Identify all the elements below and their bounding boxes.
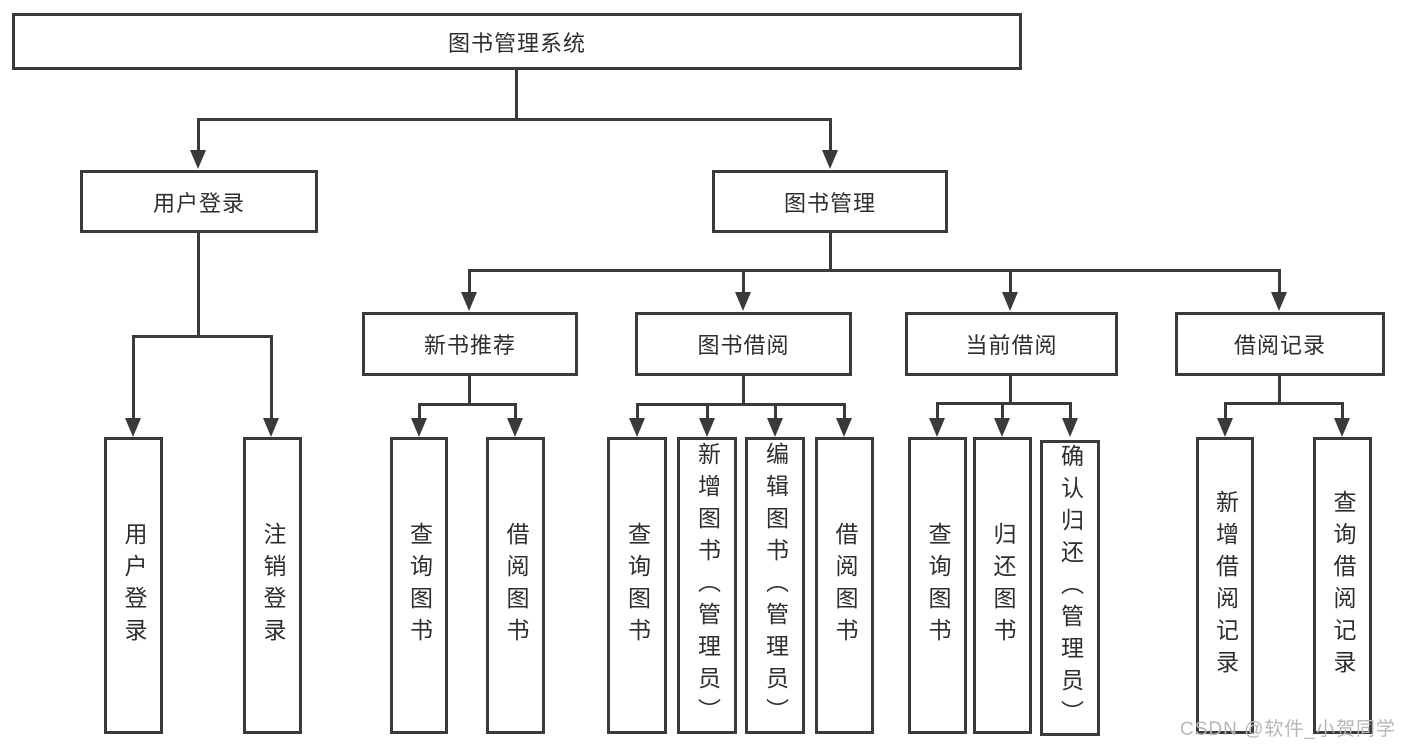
leaf-user-login: 用户登录 [104, 437, 163, 734]
node-root-label: 图书管理系统 [447, 30, 586, 56]
arrow-down-icon [461, 292, 477, 311]
leaf-query-books-3: 查询图书 [908, 437, 967, 734]
connector-stem-leaf [843, 405, 846, 421]
connector-stem-leaf [1224, 404, 1227, 421]
leaf-add-books-admin: 新增图书（管理员） [677, 437, 737, 734]
arrow-down-icon [1217, 418, 1233, 437]
arrow-down-icon [629, 418, 645, 437]
connector-stem-user-login [197, 120, 200, 152]
leaf-user-login-label: 用户登录 [121, 521, 147, 650]
leaf-query-books-label: 查询图书 [406, 521, 433, 650]
connector-root-trunk [515, 70, 518, 120]
leaf-add-books-admin-label: 新增图书（管理员） [694, 441, 721, 730]
connector-group-trunk [468, 376, 471, 405]
node-user-login-label: 用户登录 [152, 190, 245, 216]
arrow-down-icon [767, 418, 783, 437]
connector-group-branch [636, 403, 846, 406]
connector-group-trunk [742, 376, 745, 405]
arrow-down-icon [699, 418, 715, 437]
arrow-down-icon [507, 418, 523, 437]
node-book-borrowing: 图书借阅 [635, 312, 852, 376]
connector-stem-records [1278, 271, 1281, 294]
arrow-down-icon [1002, 292, 1018, 311]
connector-stem-leaf [1341, 404, 1344, 421]
leaf-query-borrow-record: 查询借阅记录 [1313, 437, 1372, 734]
watermark: CSDN @软件_小贺同学 [1180, 719, 1396, 740]
arrow-down-icon [190, 150, 206, 169]
connector-level3-branch [468, 269, 1281, 272]
arrow-down-icon [263, 418, 279, 437]
connector-user-login-branch [132, 335, 273, 338]
node-new-book-recommend: 新书推荐 [362, 312, 578, 376]
leaf-borrow-books-label: 借阅图书 [503, 521, 529, 650]
node-book-management-label: 图书管理 [783, 190, 876, 216]
arrow-down-icon [822, 150, 838, 169]
connector-stem-leaf [132, 337, 135, 419]
connector-group-trunk [1278, 376, 1281, 404]
leaf-query-books-label: 查询图书 [925, 521, 951, 650]
leaf-confirm-return-admin-label: 确认归还（管理员） [1057, 444, 1084, 732]
leaf-edit-books-admin-label: 编辑图书（管理员） [762, 441, 789, 730]
connector-stem-new-books [468, 271, 471, 294]
leaf-borrow-books-1: 借阅图书 [486, 437, 545, 734]
leaf-add-borrow-record: 新增借阅记录 [1196, 437, 1254, 734]
arrow-down-icon [994, 418, 1010, 437]
arrow-down-icon [125, 418, 141, 437]
connector-group-branch [418, 403, 517, 406]
node-root-system: 图书管理系统 [12, 13, 1022, 70]
arrow-down-icon [735, 292, 751, 311]
connector-stem-current [1009, 271, 1012, 294]
connector-stem-leaf [706, 405, 709, 421]
arrow-down-icon [836, 418, 852, 437]
leaf-logout: 注销登录 [243, 437, 302, 734]
leaf-query-borrow-record-label: 查询借阅记录 [1330, 489, 1356, 682]
connector-stem-leaf [636, 405, 639, 421]
node-book-management: 图书管理 [712, 170, 948, 233]
leaf-confirm-return-admin: 确认归还（管理员） [1040, 440, 1100, 736]
connector-stem-leaf [1069, 404, 1072, 421]
leaf-add-borrow-record-label: 新增借阅记录 [1212, 489, 1239, 682]
leaf-borrow-books-2: 借阅图书 [815, 437, 874, 734]
leaf-edit-books-admin: 编辑图书（管理员） [745, 437, 805, 734]
node-user-login: 用户登录 [80, 170, 318, 233]
connector-stem-leaf [270, 337, 273, 419]
node-borrow-records-label: 借阅记录 [1233, 333, 1326, 358]
connector-group-branch [936, 402, 1072, 405]
connector-stem-book-mgmt [829, 120, 832, 152]
connector-user-login-trunk [197, 233, 200, 337]
node-current-borrowing-label: 当前借阅 [965, 333, 1058, 358]
leaf-query-books-label: 查询图书 [624, 521, 651, 650]
arrow-down-icon [1062, 418, 1078, 437]
connector-level2-branch [197, 118, 832, 121]
connector-stem-leaf [1001, 404, 1004, 421]
leaf-borrow-books-label: 借阅图书 [832, 521, 858, 650]
leaf-query-books-2: 查询图书 [607, 437, 667, 734]
connector-group-branch [1224, 402, 1344, 405]
connector-stem-leaf [936, 404, 939, 421]
leaf-query-books-1: 查询图书 [390, 437, 448, 734]
connector-book-mgmt-trunk [829, 233, 832, 271]
arrow-down-icon [929, 418, 945, 437]
arrow-down-icon [1334, 418, 1350, 437]
connector-stem-borrowing [742, 271, 745, 294]
leaf-logout-label: 注销登录 [260, 521, 286, 650]
node-current-borrowing: 当前借阅 [905, 312, 1118, 376]
leaf-return-books-label: 归还图书 [990, 521, 1016, 650]
connector-stem-leaf [514, 405, 517, 421]
node-new-book-recommend-label: 新书推荐 [423, 333, 516, 358]
connector-stem-leaf [418, 405, 421, 421]
leaf-return-books: 归还图书 [973, 437, 1032, 734]
arrow-down-icon [1271, 292, 1287, 311]
connector-stem-leaf [774, 405, 777, 421]
node-book-borrowing-label: 图书借阅 [697, 333, 790, 358]
connector-group-trunk [1009, 376, 1012, 404]
arrow-down-icon [411, 418, 427, 437]
node-borrow-records: 借阅记录 [1175, 312, 1385, 376]
